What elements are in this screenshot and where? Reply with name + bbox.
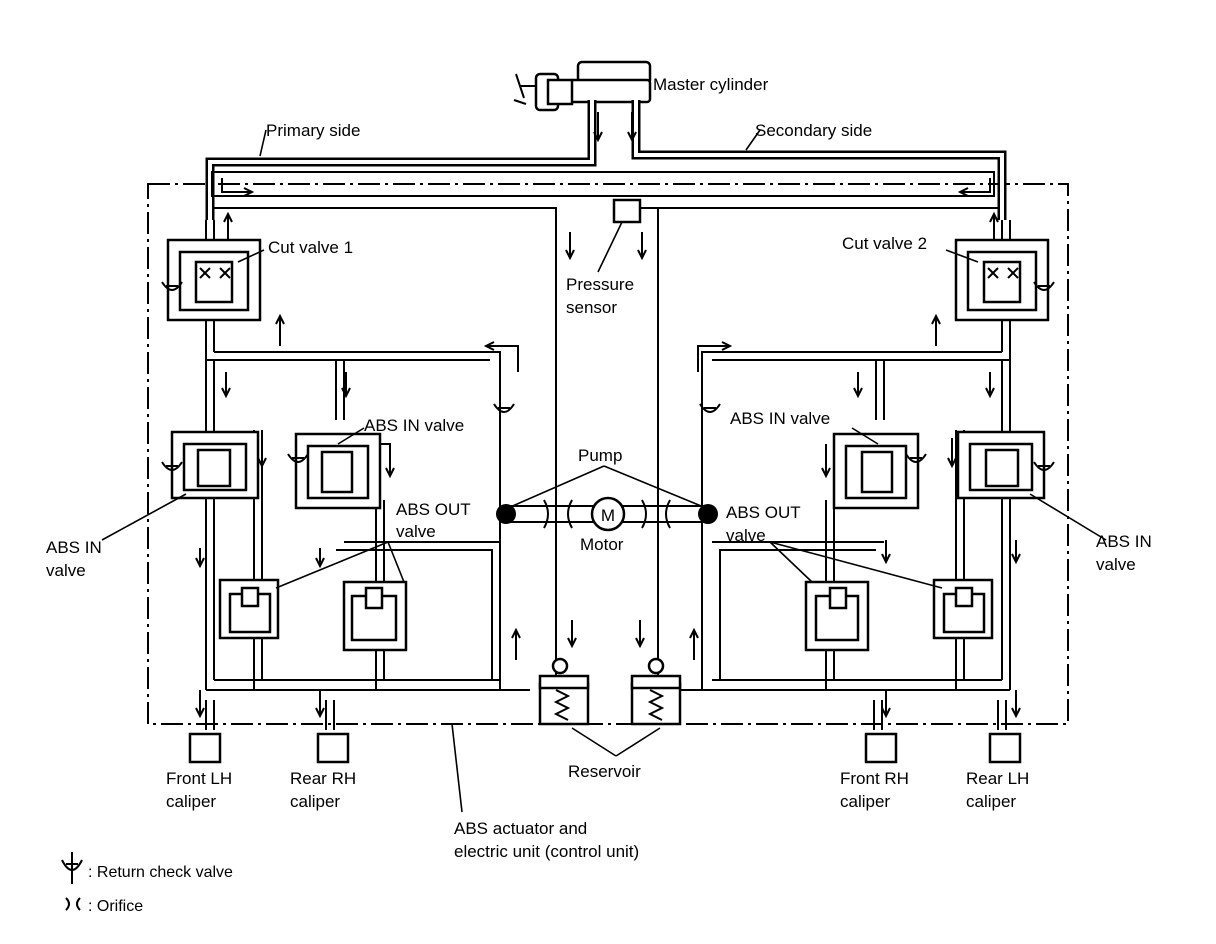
label-abs-out-right-2: valve bbox=[726, 526, 766, 545]
legend-return-check-valve: : Return check valve bbox=[88, 864, 233, 881]
caliper-front-lh bbox=[188, 732, 222, 764]
label-abs-in-right-1: ABS IN bbox=[1096, 532, 1152, 551]
abs-in-valve-front-lh bbox=[161, 430, 260, 500]
abs-in-valve-rear-rh bbox=[287, 432, 382, 510]
legend: : Return check valve : Orifice bbox=[61, 852, 233, 915]
reservoir-right bbox=[630, 657, 682, 726]
label-front-rh-2: caliper bbox=[840, 792, 890, 811]
label-abs-in-valve-center-left: ABS IN valve bbox=[364, 416, 464, 435]
cut-valve-1 bbox=[161, 238, 262, 322]
return-check-valve-left bbox=[493, 403, 515, 413]
abs-out-valve-rear-lh bbox=[932, 578, 994, 640]
caliper-front-rh bbox=[864, 732, 898, 764]
label-rear-lh-1: Rear LH bbox=[966, 769, 1029, 788]
label-pump: Pump bbox=[578, 446, 622, 465]
label-master-cylinder: Master cylinder bbox=[653, 75, 769, 94]
orifice-icon bbox=[65, 897, 81, 911]
label-abs-out-left-2: valve bbox=[396, 522, 436, 541]
secondary-line bbox=[631, 100, 1007, 220]
label-front-lh-1: Front LH bbox=[166, 769, 232, 788]
label-abs-in-right-2: valve bbox=[1096, 555, 1136, 574]
caliper-rear-rh bbox=[316, 732, 350, 764]
primary-line bbox=[205, 100, 597, 220]
motor-icon: M bbox=[508, 496, 706, 532]
reservoir-left bbox=[538, 657, 590, 726]
label-abs-in-left-2: valve bbox=[46, 561, 86, 580]
flow-arrows bbox=[195, 112, 1021, 719]
legend-orifice: : Orifice bbox=[88, 898, 143, 915]
return-check-valve-icon bbox=[61, 852, 83, 884]
label-secondary-side: Secondary side bbox=[755, 121, 872, 140]
abs-out-valve-front-lh bbox=[218, 578, 280, 640]
label-rear-lh-2: caliper bbox=[966, 792, 1016, 811]
master-cylinder-icon bbox=[513, 60, 652, 112]
label-reservoir: Reservoir bbox=[568, 762, 641, 781]
label-abs-in-valve-center-right: ABS IN valve bbox=[730, 409, 830, 428]
label-front-rh-1: Front RH bbox=[840, 769, 909, 788]
return-check-valve-right bbox=[699, 403, 721, 413]
pump-right bbox=[698, 504, 718, 524]
label-actuator-1: ABS actuator and bbox=[454, 819, 587, 838]
label-abs-out-right-1: ABS OUT bbox=[726, 503, 801, 522]
label-pressure-sensor-2: sensor bbox=[566, 298, 617, 317]
pump-left bbox=[496, 504, 516, 524]
label-actuator-2: electric unit (control unit) bbox=[454, 842, 639, 861]
motor-symbol: M bbox=[601, 506, 615, 525]
leader-lines bbox=[101, 129, 1107, 813]
cut-valve-2 bbox=[954, 238, 1055, 322]
label-pressure-sensor-1: Pressure bbox=[566, 275, 634, 294]
pressure-sensor bbox=[612, 198, 642, 224]
abs-in-valve-rear-lh bbox=[956, 430, 1055, 500]
abs-out-valve-rear-rh bbox=[342, 580, 408, 652]
abs-in-valve-front-rh bbox=[832, 432, 927, 510]
label-abs-out-left-1: ABS OUT bbox=[396, 500, 471, 519]
label-front-lh-2: caliper bbox=[166, 792, 216, 811]
label-cut-valve-2: Cut valve 2 bbox=[842, 234, 927, 253]
label-rear-rh-1: Rear RH bbox=[290, 769, 356, 788]
label-primary-side: Primary side bbox=[266, 121, 360, 140]
label-abs-in-left-1: ABS IN bbox=[46, 538, 102, 557]
caliper-rear-lh bbox=[988, 732, 1022, 764]
label-motor: Motor bbox=[580, 535, 624, 554]
actuator-boundary bbox=[147, 183, 1069, 725]
label-cut-valve-1: Cut valve 1 bbox=[268, 238, 353, 257]
abs-out-valve-front-rh bbox=[804, 580, 870, 652]
label-rear-rh-2: caliper bbox=[290, 792, 340, 811]
